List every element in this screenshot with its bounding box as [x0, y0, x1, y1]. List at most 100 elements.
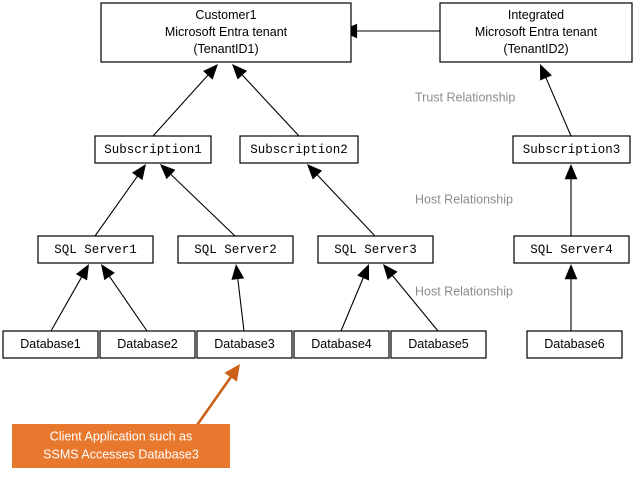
- edge-srv1-to-sub1-line: [94, 174, 139, 237]
- database6-box: [526, 330, 623, 359]
- subscription1-label: Subscription1: [104, 143, 202, 157]
- edge-srv2-to-sub1-arrowhead: [160, 164, 176, 180]
- edge-db2-to-srv1-line: [108, 274, 148, 332]
- edge-srv1-to-sub1: [94, 164, 146, 237]
- edge-db6-to-srv4-arrowhead: [564, 264, 578, 280]
- node-database2: Database2: [99, 330, 196, 359]
- edge-db3-to-srv2-line: [237, 277, 245, 332]
- edge-sub3-to-tenant2-line: [544, 76, 572, 137]
- sql-server4-label: SQL Server4: [530, 243, 613, 257]
- node-database4: Database4: [293, 330, 390, 359]
- edge-db2-to-srv1-arrowhead: [101, 264, 115, 281]
- sql-server1-label: SQL Server1: [54, 243, 137, 257]
- edge-db1-to-srv1: [50, 264, 89, 332]
- edge-sub2-to-tenant1-arrowhead: [232, 64, 248, 80]
- trust-relationship-label: Trust Relationship: [415, 90, 515, 104]
- edge-sub2-to-tenant1: [232, 64, 300, 137]
- edge-db2-to-srv1: [101, 264, 148, 332]
- node-sql-server3: SQL Server3: [317, 235, 434, 264]
- edges-layer: [50, 23, 578, 332]
- database2-box: [99, 330, 196, 359]
- database2-label: Database2: [117, 337, 178, 351]
- subscription3-label: Subscription3: [523, 143, 621, 157]
- node-sql-server2: SQL Server2: [177, 235, 294, 264]
- database4-box: [293, 330, 390, 359]
- tenant-integrated-label-3: (TenantID2): [503, 42, 568, 56]
- subscription3-box: [512, 135, 631, 164]
- edge-tenant2-to-tenant1: [340, 23, 440, 39]
- tenant-integrated-label-1: Integrated: [508, 8, 564, 22]
- edge-sub3-to-tenant2-arrowhead: [540, 64, 552, 81]
- database1-box: [2, 330, 99, 359]
- edge-srv4-to-sub3-arrowhead: [564, 164, 578, 180]
- edge-db4-to-srv3-line: [340, 276, 365, 332]
- edge-sub1-to-tenant1-line: [152, 73, 210, 137]
- tenant-customer1-label-2: Microsoft Entra tenant: [165, 25, 288, 39]
- node-subscription3: Subscription3: [512, 135, 631, 164]
- subscription2-label: Subscription2: [250, 143, 348, 157]
- client-application-callout-box: [12, 424, 230, 468]
- edge-srv3-to-sub2: [307, 164, 376, 237]
- edge-db6-to-srv4: [564, 264, 578, 331]
- edge-db3-to-srv2: [231, 264, 245, 332]
- edge-db5-to-srv3-line: [391, 274, 439, 332]
- client-application-callout-text-1: Client Application such as: [50, 429, 192, 443]
- edge-db4-to-srv3-arrowhead: [357, 264, 370, 281]
- tenant-customer1-label-3: (TenantID1): [193, 42, 258, 56]
- edge-srv2-to-sub1-line: [169, 173, 236, 237]
- node-subscription2: Subscription2: [239, 135, 359, 164]
- sql-server3-label: SQL Server3: [334, 243, 417, 257]
- edge-db5-to-srv3-arrowhead: [383, 264, 398, 280]
- callout-arrow-line: [193, 375, 233, 429]
- subscription2-box: [239, 135, 359, 164]
- client-application-callout-text-2: SSMS Accesses Database3: [43, 447, 199, 461]
- tenant-customer1-label-1: Customer1: [195, 8, 256, 22]
- database3-box: [196, 330, 293, 359]
- edge-sub1-to-tenant1-arrowhead: [203, 64, 218, 80]
- sql-server4-box: [513, 235, 630, 264]
- edge-srv1-to-sub1-arrowhead: [131, 164, 146, 181]
- edge-sub2-to-tenant1-line: [240, 73, 300, 137]
- node-subscription1: Subscription1: [94, 135, 212, 164]
- sql-server1-box: [37, 235, 154, 264]
- tenant-integrated-box: [439, 2, 633, 63]
- node-sql-server1: SQL Server1: [37, 235, 154, 264]
- edge-srv3-to-sub2-arrowhead: [307, 164, 323, 180]
- host-relationship-label-lower: Host Relationship: [415, 284, 513, 298]
- edge-srv4-to-sub3: [564, 164, 578, 236]
- edge-db1-to-srv1-arrowhead: [75, 264, 89, 281]
- edge-sub3-to-tenant2: [540, 64, 572, 137]
- edge-db5-to-srv3: [383, 264, 439, 332]
- edge-db4-to-srv3: [340, 264, 370, 332]
- edge-db1-to-srv1-line: [50, 275, 83, 332]
- node-database5: Database5: [390, 330, 487, 359]
- node-sql-server4: SQL Server4: [513, 235, 630, 264]
- database5-box: [390, 330, 487, 359]
- edge-srv2-to-sub1: [160, 164, 236, 237]
- node-database6: Database6: [526, 330, 623, 359]
- database1-label: Database1: [20, 337, 81, 351]
- tenant-integrated-label-2: Microsoft Entra tenant: [475, 25, 598, 39]
- edge-db3-to-srv2-arrowhead: [231, 264, 245, 280]
- callout-layer: Client Application such as SSMS Accesses …: [12, 364, 240, 468]
- edge-srv3-to-sub2-line: [316, 173, 376, 237]
- node-database3: Database3: [196, 330, 293, 359]
- node-database1: Database1: [2, 330, 99, 359]
- sql-server2-label: SQL Server2: [194, 243, 277, 257]
- host-relationship-label-upper: Host Relationship: [415, 192, 513, 206]
- sql-server2-box: [177, 235, 294, 264]
- database5-label: Database5: [408, 337, 469, 351]
- subscription1-box: [94, 135, 212, 164]
- tenant-customer1-box: [100, 2, 352, 63]
- edge-sub1-to-tenant1: [152, 64, 218, 137]
- sql-server3-box: [317, 235, 434, 264]
- database4-label: Database4: [311, 337, 372, 351]
- database3-label: Database3: [214, 337, 275, 351]
- database6-label: Database6: [544, 337, 605, 351]
